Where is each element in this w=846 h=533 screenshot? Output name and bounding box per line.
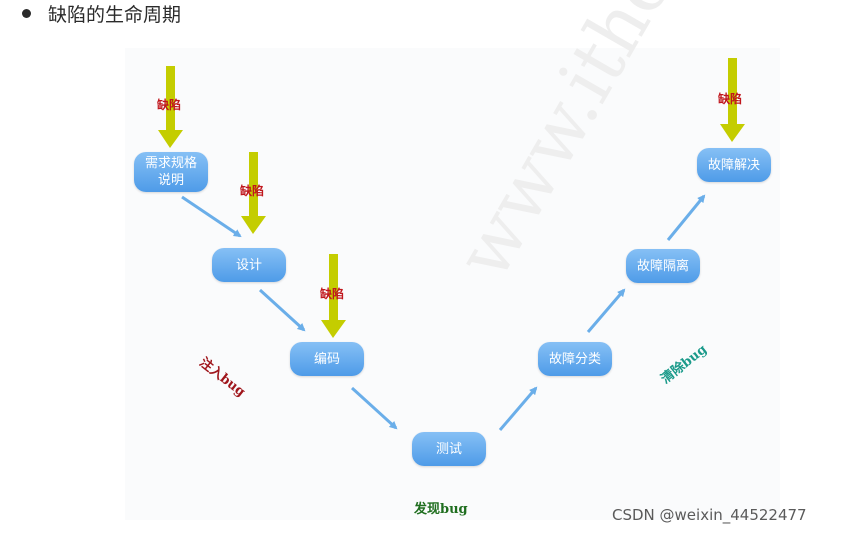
defect-label-resolution: 缺陷	[718, 92, 743, 106]
defect-label-coding: 缺陷	[320, 287, 345, 301]
defect-label-requirements: 缺陷	[157, 98, 182, 112]
defect-arrow-resolution	[720, 58, 745, 142]
flow-arrow-req-design	[181, 195, 242, 238]
node-fault-classification: 故障分类	[538, 342, 612, 376]
flow-arrow-testing-classification	[498, 386, 538, 431]
node-coding: 编码	[290, 342, 364, 376]
page-title: 缺陷的生命周期	[48, 4, 182, 26]
flow-arrow-design-coding	[258, 288, 306, 332]
flow-arrow-coding-testing	[350, 386, 398, 430]
bullet-dot	[22, 9, 31, 18]
node-design: 设计	[212, 248, 286, 282]
defect-arrow-requirements	[158, 66, 183, 148]
found-bug-label: 发现bug	[414, 502, 468, 517]
flow-arrow-isolation-resolution	[666, 194, 706, 241]
flow-arrow-classification-isolation	[586, 288, 626, 333]
node-requirements: 需求规格 说明	[134, 152, 208, 192]
defect-arrow-design	[241, 152, 266, 234]
node-fault-resolution: 故障解决	[697, 148, 771, 182]
defect-label-design: 缺陷	[240, 184, 265, 198]
node-fault-isolation: 故障隔离	[626, 249, 700, 283]
defect-arrow-coding	[321, 254, 346, 338]
node-testing: 测试	[412, 432, 486, 466]
csdn-watermark: CSDN @weixin_44522477	[612, 506, 807, 524]
